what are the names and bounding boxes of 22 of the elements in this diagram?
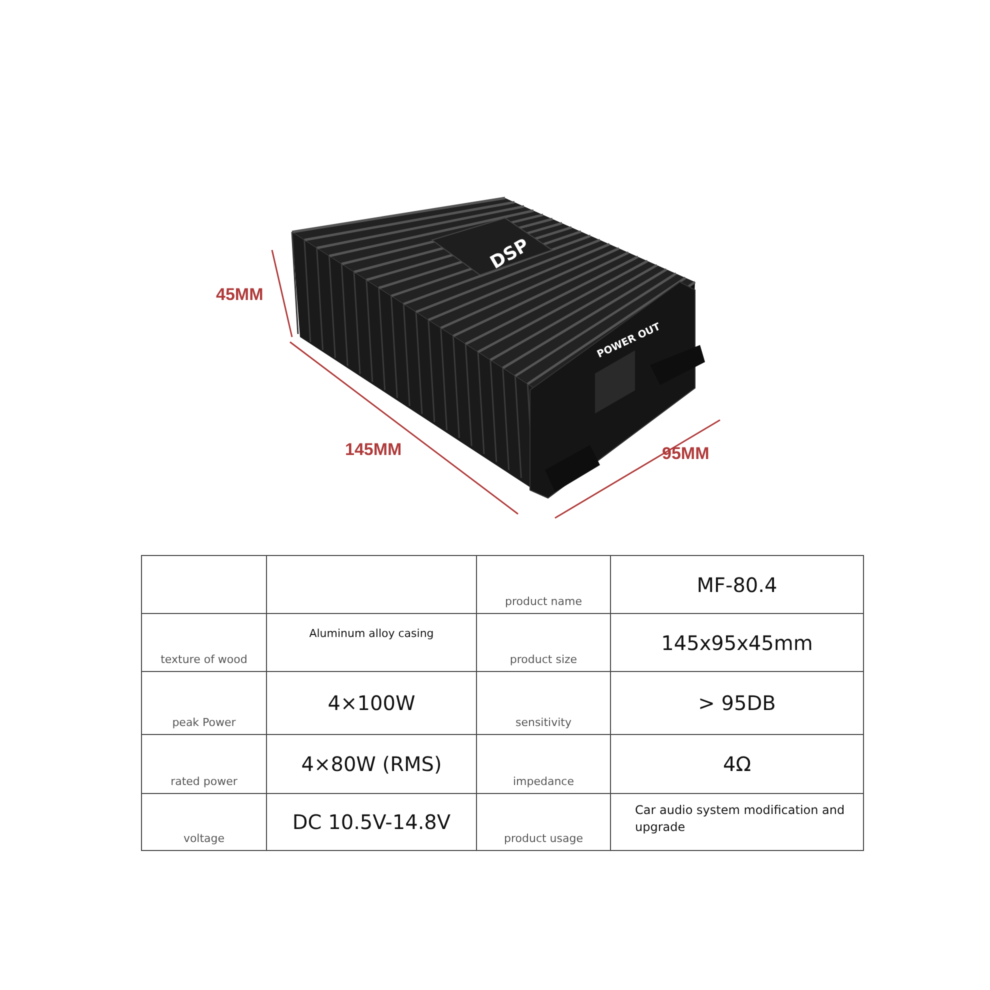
spec-value: Aluminum alloy casing — [308, 627, 435, 640]
spec-name: rated power — [170, 775, 238, 788]
spec-name: product name — [504, 595, 583, 608]
spec-value: 4Ω — [722, 752, 752, 776]
spec-value: > 95DB — [697, 691, 777, 715]
spec-name: voltage — [182, 832, 226, 845]
spec-value: Car audio system modification and upgrade — [635, 802, 846, 836]
spec-value: 4×80W (RMS) — [300, 752, 443, 776]
dimension-label: 45MM — [216, 285, 264, 305]
spec-value: 145x95x45mm — [660, 630, 814, 654]
dimension-label: 95MM — [662, 444, 710, 464]
dimension-label: 145MM — [345, 440, 402, 460]
spec-name: product usage — [503, 832, 584, 845]
product-label: DSP — [486, 234, 533, 274]
spec-value: 4×100W — [326, 691, 416, 715]
spec-name: texture of wood — [160, 653, 248, 666]
spec-name: product size — [508, 653, 578, 666]
spec-value: MF-80.4 — [696, 572, 778, 596]
spec-value: DC 10.5V-14.8V — [291, 810, 452, 834]
spec-name: impedance — [512, 775, 576, 788]
spec-name: sensitivity — [514, 716, 572, 729]
spec-name: peak Power — [171, 716, 237, 729]
